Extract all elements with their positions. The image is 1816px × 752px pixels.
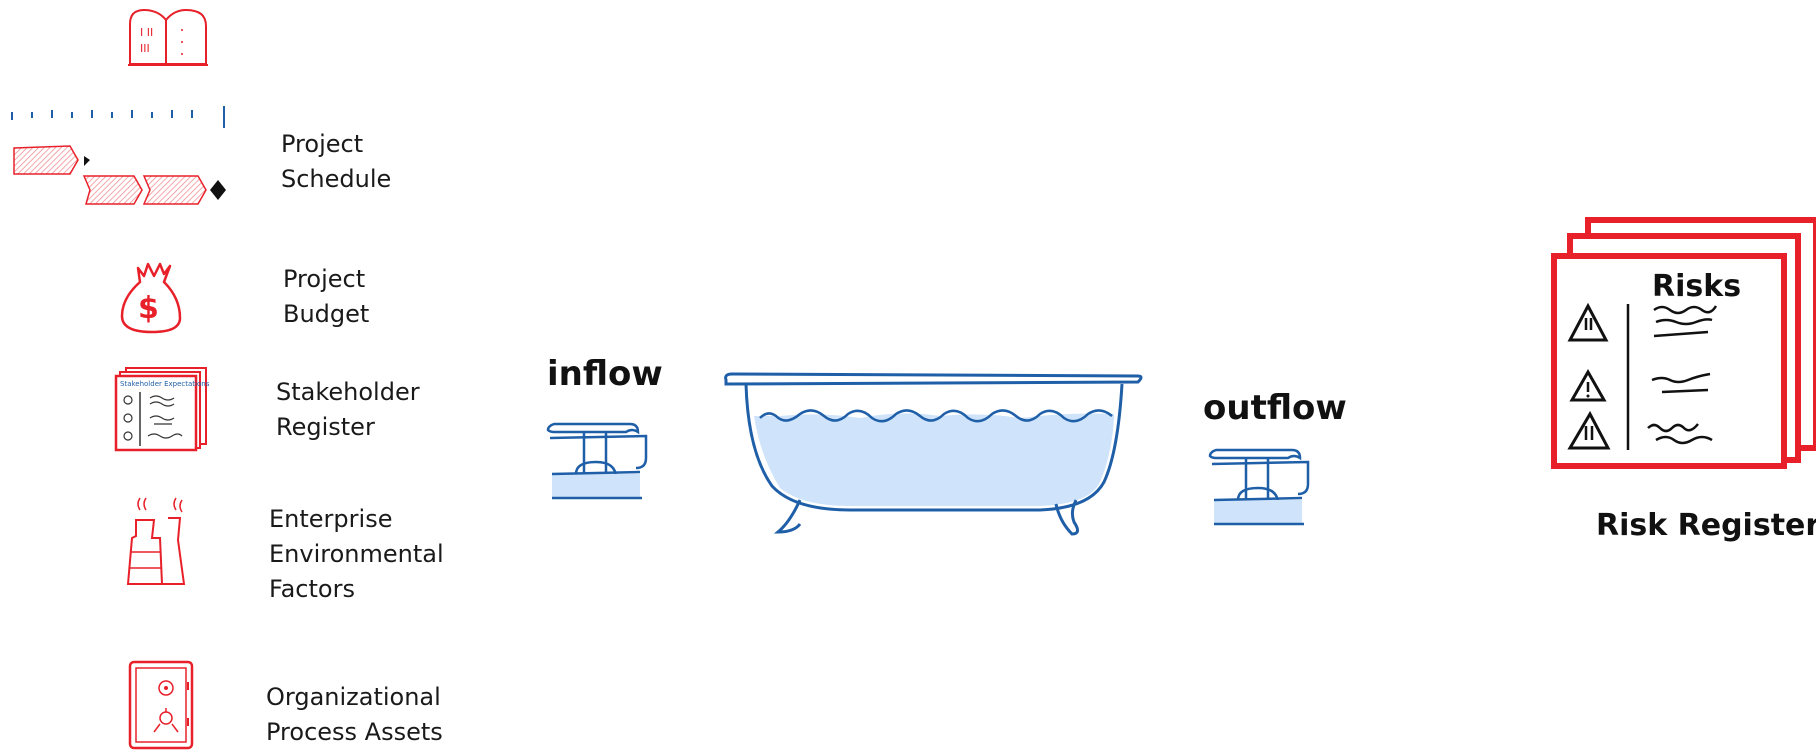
input-label-organizational-process-assets: Organizational Process Assets	[266, 680, 443, 750]
bathtub-icon	[720, 372, 1146, 540]
outflow-faucet-icon	[1208, 444, 1312, 536]
risks-heading: Risks	[1652, 269, 1741, 304]
stone-tablets-icon: I II III	[126, 6, 212, 68]
inflow-faucet-icon	[546, 418, 650, 510]
input-label-enterprise-environmental-factors: Enterprise Environmental Factors	[269, 502, 444, 607]
input-label-stakeholder-register: Stakeholder Register	[276, 375, 420, 445]
outflow-label: outflow	[1203, 388, 1347, 428]
risk-register-document: Risks	[1548, 214, 1816, 470]
stakeholder-document-title: Stakeholder Expectations	[120, 380, 210, 388]
svg-text:III: III	[140, 42, 150, 55]
risk-register-label: Risk Register	[1596, 508, 1816, 543]
inflow-label: inflow	[547, 354, 663, 394]
input-label-project-schedule: Project Schedule	[281, 127, 391, 197]
stakeholder-document-icon: Stakeholder Expectations	[114, 366, 210, 452]
gantt-chart-icon	[8, 104, 232, 208]
input-label-project-budget: Project Budget	[283, 262, 369, 332]
safe-icon	[126, 660, 198, 752]
svg-text:I II: I II	[140, 26, 153, 39]
svg-text:$: $	[138, 291, 159, 326]
factory-icon	[124, 496, 190, 588]
money-bag-icon: $	[118, 260, 186, 336]
